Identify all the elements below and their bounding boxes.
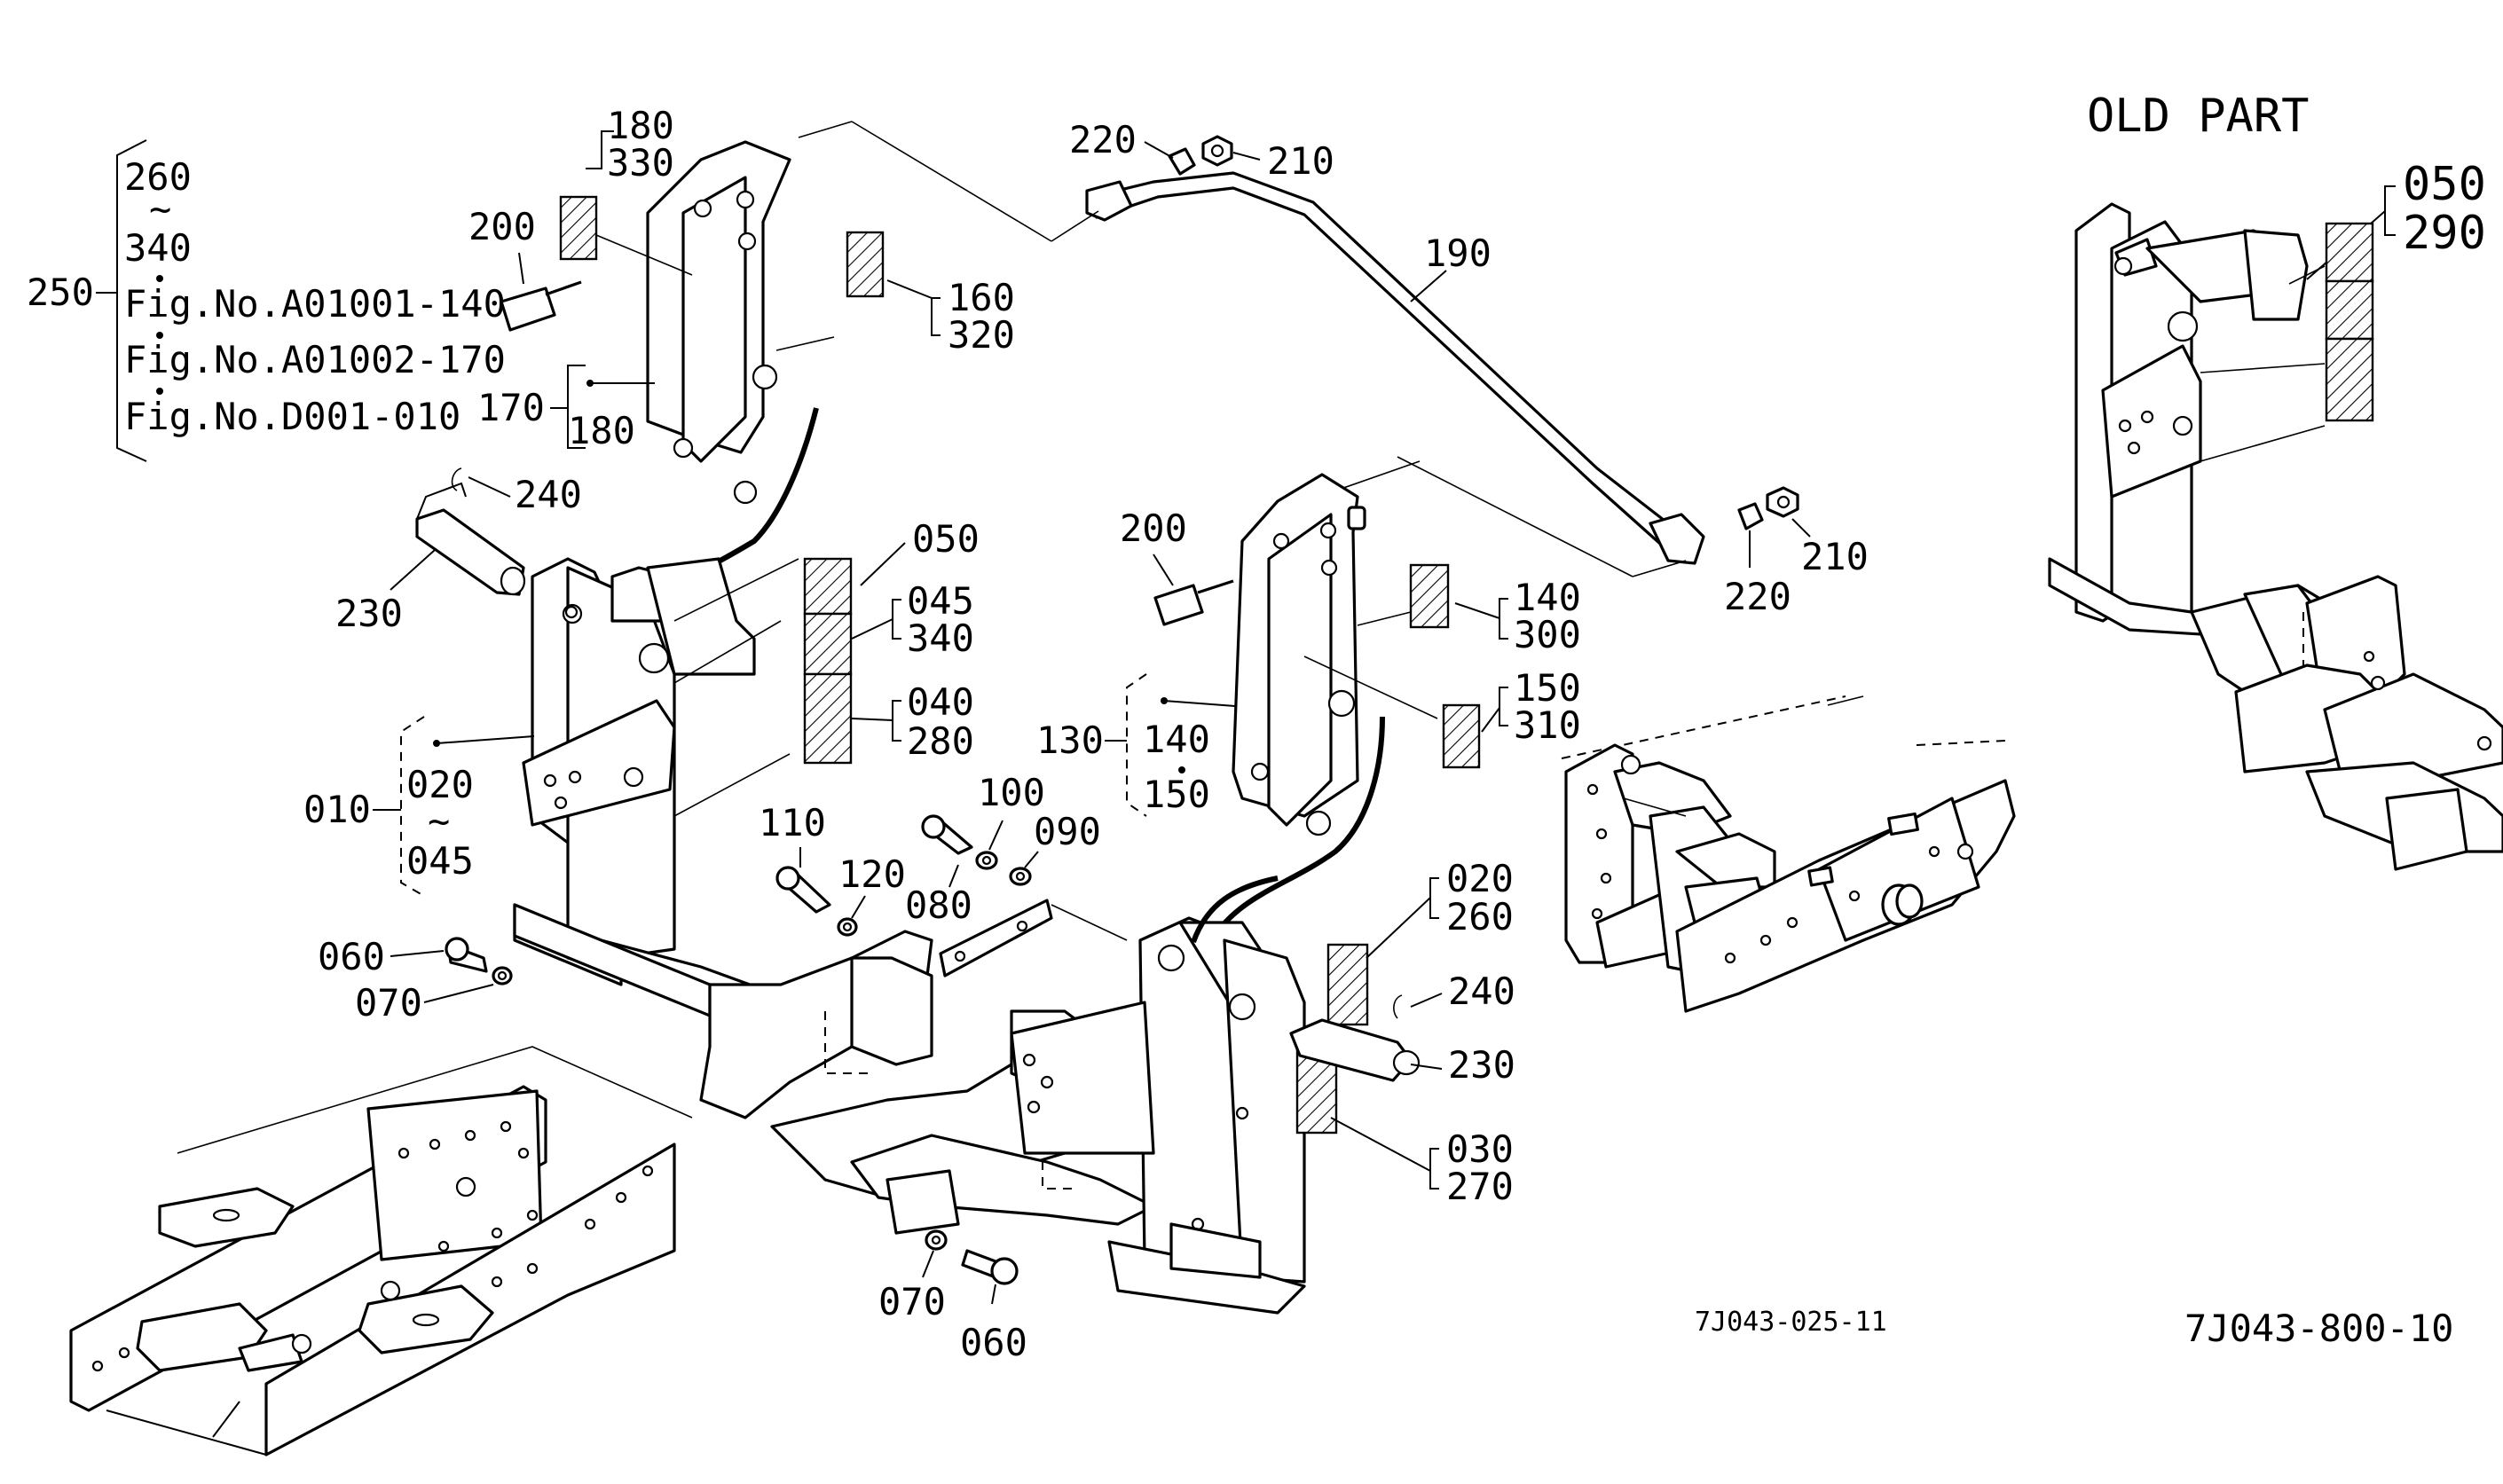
callout-080: 080 xyxy=(905,883,972,927)
callout-090: 090 xyxy=(1034,810,1101,853)
callouts-upper-left: 180 330 200 170 180 160 320 xyxy=(468,104,1015,452)
bolts-bottom: 070 060 xyxy=(878,1229,1027,1364)
callout-270: 270 xyxy=(1446,1165,1514,1208)
callout-045: 045 xyxy=(907,579,974,623)
bolts-left: 060 070 xyxy=(318,935,513,1025)
figure-code-main: 7J043-025-11 xyxy=(1695,1307,1887,1338)
callout-040: 040 xyxy=(907,680,974,724)
old-decal-2 xyxy=(2325,279,2374,341)
bolts-center: 110 120 080 100 090 xyxy=(759,771,1128,978)
callout-260-right: 260 xyxy=(1446,895,1514,938)
group-250-fig-1: Fig.No.A01001-140 xyxy=(124,282,506,326)
center-arm xyxy=(1204,460,1438,951)
callout-140: 140 xyxy=(1514,576,1581,619)
callout-240: 240 xyxy=(515,473,582,516)
decal-160-320 xyxy=(846,231,885,298)
callout-340: 340 xyxy=(907,616,974,660)
callout-010-tilde: ~ xyxy=(428,799,450,843)
callout-310: 310 xyxy=(1514,703,1581,747)
callouts-010: 010 020 ~ 045 xyxy=(303,716,535,897)
callout-120: 120 xyxy=(838,852,906,896)
old-decal-1 xyxy=(2325,222,2374,283)
group-250-line-1: 260 xyxy=(124,155,192,199)
tie-rod-190: 190 xyxy=(1051,171,1705,577)
callout-070-left: 070 xyxy=(355,981,422,1025)
callout-045-range: 045 xyxy=(406,839,474,883)
callout-030: 030 xyxy=(1446,1127,1514,1171)
group-250-tilde: ~ xyxy=(149,187,171,231)
callout-110: 110 xyxy=(759,801,826,844)
callout-010: 010 xyxy=(303,788,371,831)
callout-200-center: 200 xyxy=(1120,506,1187,550)
callout-280: 280 xyxy=(907,719,974,763)
old-part-callout-290: 290 xyxy=(2403,207,2486,260)
callout-150: 150 xyxy=(1514,666,1581,710)
old-part-callout-050: 050 xyxy=(2403,158,2486,211)
callout-060-left: 060 xyxy=(318,935,385,978)
group-250-label: 250 xyxy=(27,271,94,314)
decal-020-260 xyxy=(1326,943,1369,1026)
callout-300: 300 xyxy=(1514,613,1581,656)
right-tower xyxy=(1010,875,1306,1315)
decal-045-340 xyxy=(803,612,853,676)
callout-160: 160 xyxy=(948,276,1015,319)
pin-230-upper: 240 230 xyxy=(335,467,582,635)
group-250-line-3: 340 xyxy=(124,226,192,270)
group-250-fig-3: Fig.No.D001-010 xyxy=(124,395,460,438)
old-part-panel: OLD PART 050 290 xyxy=(2048,90,2503,871)
callout-230: 230 xyxy=(335,592,403,635)
callout-320: 320 xyxy=(948,313,1015,357)
callouts-center-arm: 200 140 300 150 310 130 140 150 xyxy=(1036,506,1581,817)
callout-020: 020 xyxy=(406,763,474,806)
tractor-frame xyxy=(69,1046,693,1457)
callout-180: 180 xyxy=(607,104,674,147)
decal-140-300 xyxy=(1409,563,1450,629)
callout-180-lower: 180 xyxy=(568,409,635,452)
callout-130: 130 xyxy=(1036,718,1104,762)
old-part-title: OLD PART xyxy=(2087,90,2309,143)
callout-170: 170 xyxy=(477,386,545,429)
group-250-legend: 250 260 ~ 340 Fig.No.A01001-140 Fig.No.A… xyxy=(27,139,506,462)
upper-left-arm xyxy=(585,121,1052,610)
callout-050: 050 xyxy=(912,517,980,561)
decal-050 xyxy=(803,557,853,616)
callout-220-right: 220 xyxy=(1724,575,1791,618)
figure-code-old: 7J043-800-10 xyxy=(2184,1307,2453,1350)
callout-020-right: 020 xyxy=(1446,857,1514,900)
decal-180-330 xyxy=(559,195,598,261)
callout-200: 200 xyxy=(468,205,536,248)
decal-040-280 xyxy=(803,672,853,765)
nut-washer-right: 220 210 xyxy=(1724,486,1869,618)
group-250-fig-2: Fig.No.A01002-170 xyxy=(124,338,506,381)
callout-140-group: 140 xyxy=(1143,718,1210,761)
side-detail xyxy=(1561,695,2016,1013)
callout-220: 220 xyxy=(1069,118,1137,161)
callout-100: 100 xyxy=(978,771,1045,814)
decal-150-310 xyxy=(1442,703,1481,769)
pin-230-right: 240 230 020 260 030 270 xyxy=(1289,857,1515,1208)
callout-190: 190 xyxy=(1424,232,1492,275)
callouts-center-stack: 050 045 340 040 280 xyxy=(851,517,980,763)
callout-070-bottom: 070 xyxy=(878,1280,946,1323)
callout-060-bottom: 060 xyxy=(960,1321,1027,1364)
callout-150-group: 150 xyxy=(1143,773,1210,816)
callout-210: 210 xyxy=(1267,139,1334,183)
callout-230-right: 230 xyxy=(1448,1043,1515,1087)
callout-330: 330 xyxy=(607,141,674,185)
left-tower xyxy=(513,557,800,1031)
nut-washer-top: 220 210 xyxy=(1069,118,1334,183)
old-decal-3 xyxy=(2325,337,2374,422)
callout-240-right: 240 xyxy=(1448,970,1515,1013)
callout-210-right: 210 xyxy=(1801,535,1869,578)
